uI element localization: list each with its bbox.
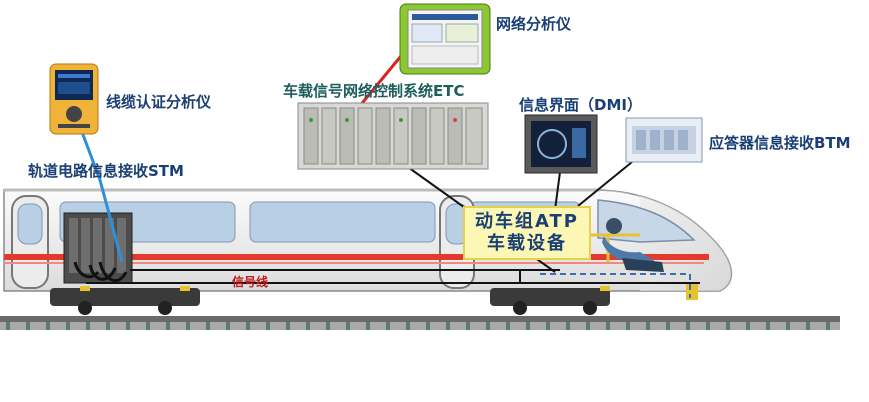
wheel bbox=[158, 301, 172, 315]
label-btm: 应答器信息接收BTM bbox=[709, 134, 851, 152]
rail bbox=[0, 316, 840, 322]
cab-dashed-link bbox=[540, 273, 691, 298]
driver-figure-icon bbox=[602, 218, 664, 272]
cable-analyzer-link bbox=[80, 131, 124, 263]
label-dmi: 信息界面（DMI） bbox=[519, 96, 642, 114]
cab-windshield bbox=[597, 199, 696, 243]
stm-cabinet-slots bbox=[69, 218, 126, 273]
stm-cables bbox=[73, 261, 128, 283]
etc-rack bbox=[297, 102, 489, 170]
red-stripe bbox=[4, 254, 709, 260]
dmi-link bbox=[554, 171, 561, 211]
handheld-tester-icon bbox=[49, 63, 99, 135]
atp-equipment-box: 动车组ATP车载设备 bbox=[463, 206, 591, 260]
btm-link bbox=[577, 161, 633, 207]
bogie-yellow bbox=[80, 286, 90, 291]
rail-sleepers bbox=[0, 322, 840, 330]
wheel bbox=[583, 301, 597, 315]
bogie-yellow bbox=[600, 286, 610, 291]
nose-skirt bbox=[686, 284, 698, 300]
dmi-screen bbox=[524, 114, 598, 174]
label-atp: 动车组ATP车载设备 bbox=[474, 211, 579, 254]
window-band-2 bbox=[249, 201, 436, 243]
sleepers bbox=[6, 322, 830, 330]
label-cable-analyzer: 线缆认证分析仪 bbox=[106, 93, 212, 111]
btm-unit bbox=[625, 117, 703, 163]
label-etc: 车载信号网络控制系统ETC bbox=[283, 82, 465, 100]
label-network-analyzer: 网络分析仪 bbox=[496, 15, 572, 33]
bogie-left bbox=[50, 288, 200, 306]
wheel bbox=[513, 301, 527, 315]
door-left-window bbox=[17, 203, 43, 245]
tablet-tester-icon bbox=[399, 3, 491, 75]
label-stm: 轨道电路信息接收STM bbox=[28, 162, 184, 180]
wheel bbox=[78, 301, 92, 315]
red-stripe-lower bbox=[4, 262, 704, 264]
bogie-yellow bbox=[180, 286, 190, 291]
label-signal-line: 信号线 bbox=[232, 275, 269, 289]
